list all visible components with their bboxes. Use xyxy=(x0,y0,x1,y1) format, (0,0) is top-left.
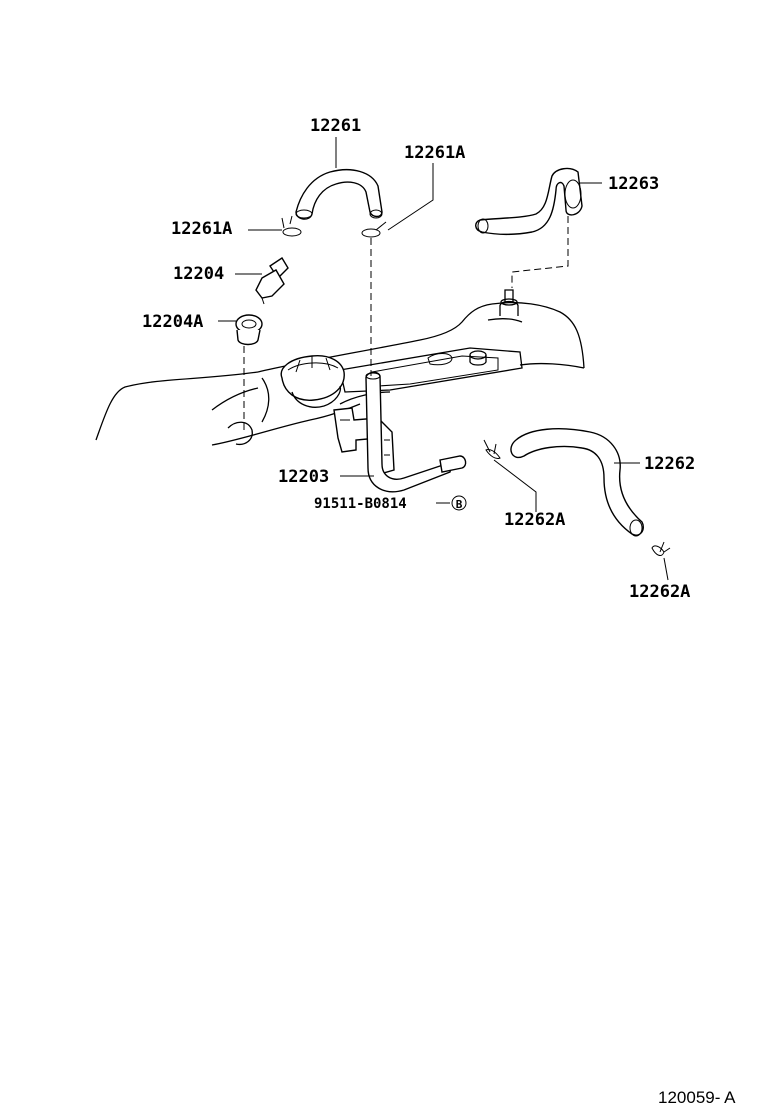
diagram-code: 120059- A xyxy=(658,1088,736,1107)
label-12262: 12262 xyxy=(644,454,695,474)
leader-lines xyxy=(218,137,669,581)
vent-pipe-12203 xyxy=(333,371,467,493)
label-12203: 12203 xyxy=(278,467,329,487)
marker-b-circle: B xyxy=(451,495,467,511)
svg-text:B: B xyxy=(456,498,463,511)
hose-12263 xyxy=(475,167,583,235)
pcv-valve-12204 xyxy=(255,257,289,305)
hose-12261 xyxy=(295,168,383,220)
clip-12262A-mid xyxy=(483,439,501,459)
label-12204: 12204 xyxy=(173,264,224,284)
clip-12262A-bot xyxy=(651,541,671,556)
label-12204A: 12204A xyxy=(142,312,203,332)
label-12262A-mid: 12262A xyxy=(504,510,565,530)
grommet-12204A xyxy=(235,314,263,346)
label-12261A-top: 12261A xyxy=(404,143,465,163)
assembly-dashed-lines xyxy=(243,216,569,430)
clip-12261A-left xyxy=(281,215,302,237)
label-12263: 12263 xyxy=(608,174,659,194)
label-12262A-bot: 12262A xyxy=(629,582,690,602)
label-91511-B0814: 91511-B0814 xyxy=(314,496,407,512)
oil-filler-cap xyxy=(280,355,345,408)
clip-12261A-right xyxy=(361,221,387,238)
label-12261A-left: 12261A xyxy=(171,219,232,239)
hose-12262 xyxy=(510,428,644,537)
label-12261: 12261 xyxy=(310,116,361,136)
